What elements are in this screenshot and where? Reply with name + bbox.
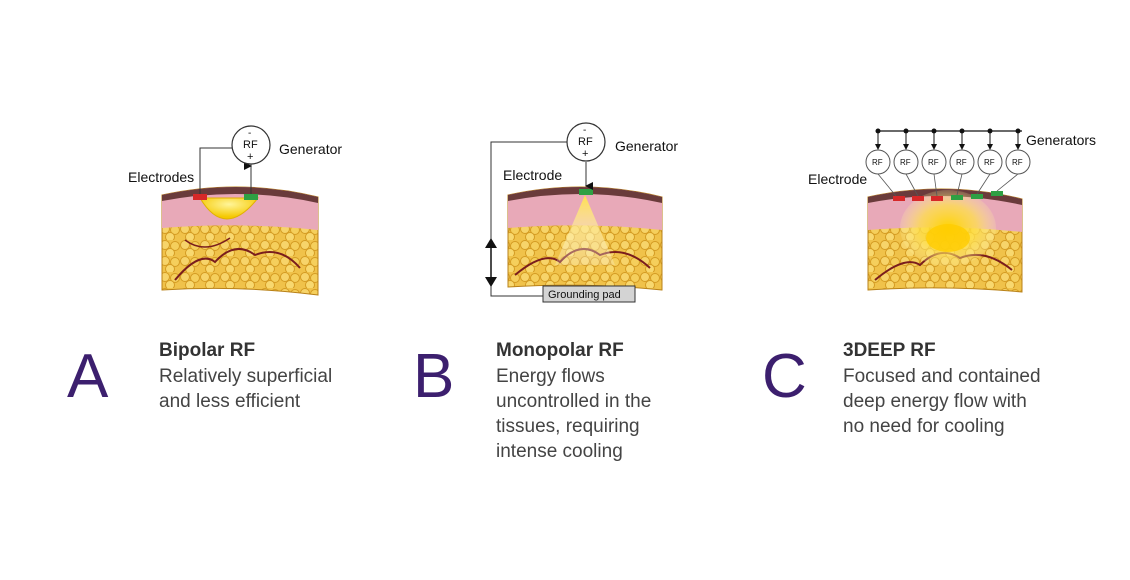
panel-c-description: Focused and contained deep energy flow w… [843,366,1041,437]
electrodes-a-label: Electrodes [128,169,194,185]
electrode-green-b [579,189,593,195]
electrode-b-label: Electrode [503,167,562,183]
energy-beam-b [555,195,615,265]
svg-text:RF: RF [872,158,883,167]
electrode-green-a [244,194,258,200]
generators-c-label: Generators [1026,132,1096,148]
generator-b [566,122,606,162]
panel-c-letter: C [762,342,807,411]
panel-a-title: Bipolar RF [159,340,256,361]
generator-b-rf: RF [578,136,593,148]
electrode-red-a [193,194,207,200]
generator-a [231,125,271,165]
panel-a-description: Relatively superficial and less efficien… [159,366,333,412]
panel-b-letter: B [413,342,455,411]
panel-c-title: 3DEEP RF [843,340,936,361]
generator-a-rf: RF [243,139,258,151]
generator-b-minus: - [583,125,586,136]
svg-text:RF: RF [900,158,911,167]
generator-a-label: Generator [279,141,342,157]
svg-text:RF: RF [956,158,967,167]
svg-text:RF: RF [1012,158,1023,167]
panel-c-illustration: RF RF RF RF [808,128,1096,293]
panel-b-description: Energy flows uncontrolled in the tissues… [496,366,652,462]
grounding-pad-b-label: Grounding pad [548,289,621,301]
electrode-c-label: Electrode [808,171,867,187]
grounding-pad-b [542,285,636,303]
panel-a-letter: A [67,342,109,411]
panel-b-title: Monopolar RF [496,340,624,361]
generators-c: RF RF RF RF [865,131,1031,197]
svg-text:RF: RF [928,158,939,167]
generator-a-plus: + [247,151,253,163]
generator-b-label: Generator [615,138,678,154]
electrodes-c [893,191,1003,201]
svg-text:RF: RF [984,158,995,167]
panel-b-illustration: Grounding pad - RF + Generator Electrode [485,122,678,303]
panel-a-illustration: - RF + Generator Electrodes [128,125,342,296]
generator-a-minus: - [248,128,251,139]
generator-b-plus: + [582,148,588,160]
